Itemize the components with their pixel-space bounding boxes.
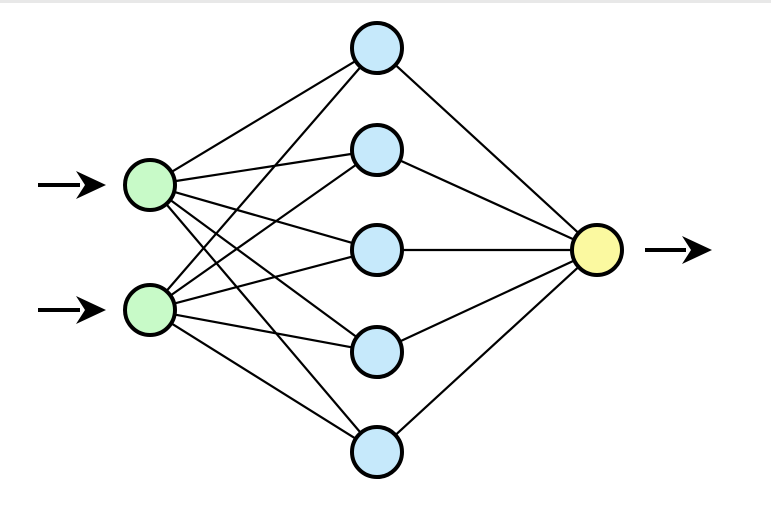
input-arrow-2-head xyxy=(76,296,106,324)
output-arrow-1-head xyxy=(682,236,712,264)
input-arrow-1 xyxy=(38,171,106,199)
edge-i2-h3 xyxy=(171,254,356,306)
node-hidden-3[interactable] xyxy=(350,223,404,277)
input-arrow-1-head xyxy=(76,171,106,199)
edge-i2-h1 xyxy=(163,64,364,294)
node-input-2[interactable] xyxy=(123,283,177,337)
io-arrows-group xyxy=(38,171,712,324)
edge-h2-o1 xyxy=(396,158,578,242)
edge-i1-h2 xyxy=(171,152,356,183)
node-input-1[interactable] xyxy=(123,158,177,212)
top-gray-strip xyxy=(0,0,771,3)
edge-h5-o1 xyxy=(392,264,582,438)
edge-h4-o1 xyxy=(396,258,578,344)
edge-i1-h4 xyxy=(167,197,360,340)
nodes-group xyxy=(123,21,624,479)
edge-i1-h3 xyxy=(171,190,356,245)
node-hidden-5[interactable] xyxy=(350,425,404,479)
edges-group xyxy=(163,58,582,441)
edge-i2-h2 xyxy=(167,162,360,298)
node-hidden-1[interactable] xyxy=(350,21,404,75)
edge-i1-h1 xyxy=(168,58,359,175)
edge-h1-o1 xyxy=(392,62,582,236)
node-output-1[interactable] xyxy=(570,223,624,277)
edge-i2-h5 xyxy=(168,321,359,441)
edge-i1-h5 xyxy=(163,201,364,436)
output-arrow-1 xyxy=(645,236,712,264)
edge-i2-h4 xyxy=(171,313,356,349)
node-hidden-4[interactable] xyxy=(350,325,404,379)
node-hidden-2[interactable] xyxy=(350,123,404,177)
input-arrow-2 xyxy=(38,296,106,324)
